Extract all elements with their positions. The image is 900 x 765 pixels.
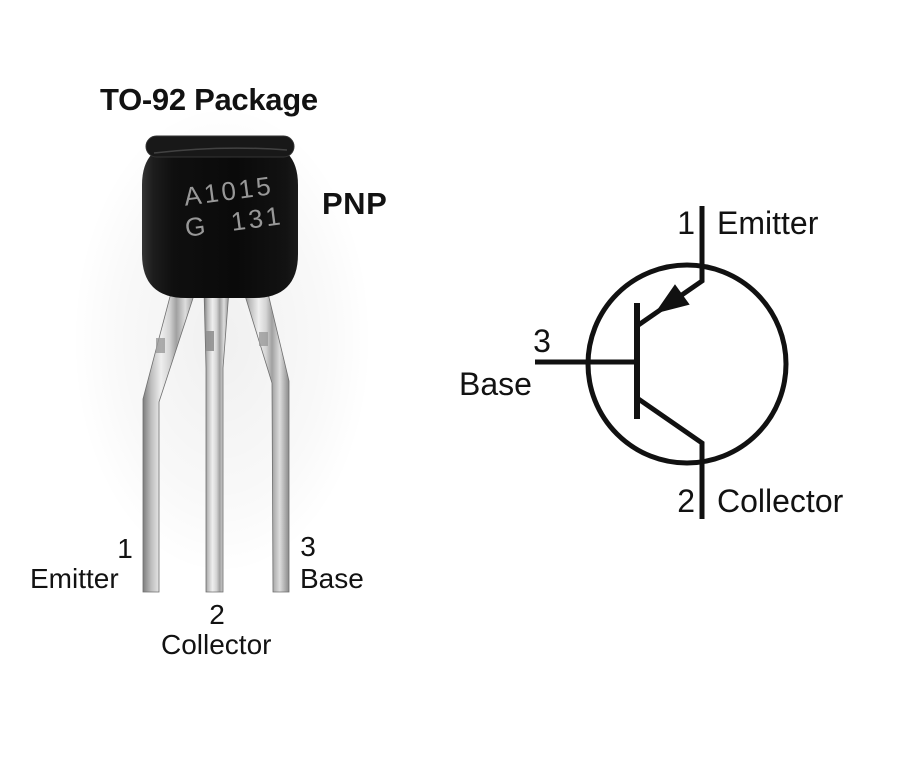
transistor-type-label: PNP xyxy=(322,186,388,221)
photo-pin1-number: 1 xyxy=(117,533,133,564)
photo-pin3-name: Base xyxy=(300,563,364,594)
package-top-highlight xyxy=(153,147,288,154)
photo-pin2-number: 2 xyxy=(209,599,225,630)
lead-crimp-middle xyxy=(206,331,214,351)
schematic-emitter-number: 1 xyxy=(677,205,695,241)
figure-title: TO-92 Package xyxy=(100,82,318,117)
schematic-collector-name: Collector xyxy=(717,483,844,519)
schematic-collector-number: 2 xyxy=(677,483,695,519)
package-top-face xyxy=(145,135,295,158)
photo-pin2-name: Collector xyxy=(161,629,272,660)
package-body xyxy=(142,143,298,298)
schematic-collector-lead xyxy=(635,395,705,519)
lead-crimp-left xyxy=(156,338,165,353)
photo-pin3-number: 3 xyxy=(300,531,316,562)
schematic-base-number: 3 xyxy=(533,323,551,359)
schematic-base-name: Base xyxy=(459,366,532,402)
pnp-arrow-icon xyxy=(654,284,690,314)
lead-crimp-right xyxy=(259,332,268,346)
schematic-emitter-name: Emitter xyxy=(717,205,819,241)
photo-pin1-name: Emitter xyxy=(30,563,119,594)
package-marking: A1015 G 131 xyxy=(182,169,285,243)
